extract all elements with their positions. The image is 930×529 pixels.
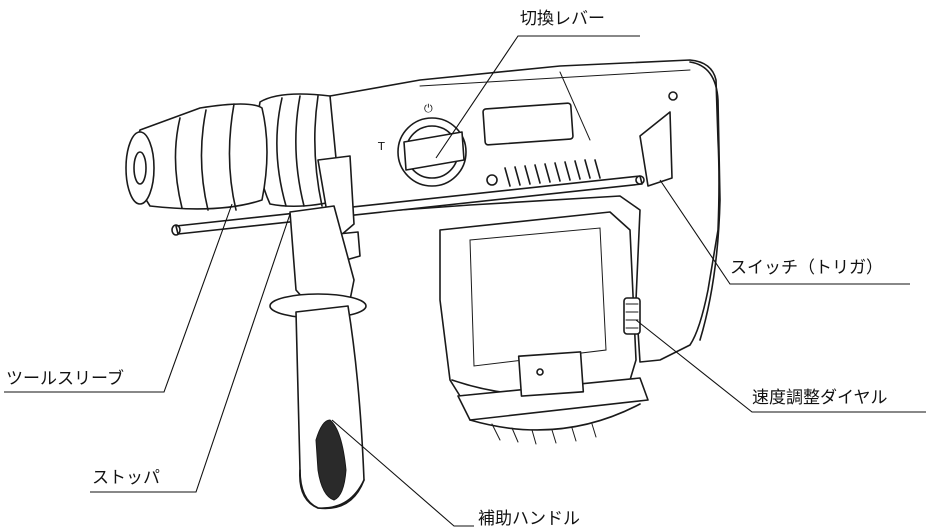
label-speed-dial: 速度調整ダイヤル bbox=[752, 388, 888, 408]
t-mark: T bbox=[377, 140, 385, 153]
label-tool-sleeve: ツールスリーブ bbox=[6, 368, 124, 389]
leader-aux-handle bbox=[331, 419, 474, 527]
leader-speed-dial bbox=[635, 319, 926, 413]
label-stopper: ストッパ bbox=[92, 468, 160, 488]
leader-switch-lever bbox=[435, 35, 640, 159]
leader-tool-sleeve bbox=[4, 203, 233, 393]
label-switch-lever: 切換レバー bbox=[520, 9, 605, 29]
leader-lines bbox=[4, 35, 926, 527]
leader-trigger-switch bbox=[659, 179, 910, 285]
leader-stopper bbox=[90, 213, 291, 493]
tool-sleeve bbox=[125, 103, 268, 211]
power-mark: ⏻ bbox=[424, 102, 433, 115]
label-aux-handle: 補助ハンドル bbox=[478, 509, 580, 529]
auxiliary-handle[interactable] bbox=[269, 205, 367, 510]
speed-dial-knob[interactable] bbox=[623, 297, 641, 335]
label-trigger-switch: スイッチ（トリガ） bbox=[730, 258, 883, 278]
motor-housing bbox=[439, 211, 649, 445]
mode-switch-lever[interactable]: ⏻ T bbox=[377, 102, 467, 187]
ventilation-slits bbox=[504, 159, 601, 187]
